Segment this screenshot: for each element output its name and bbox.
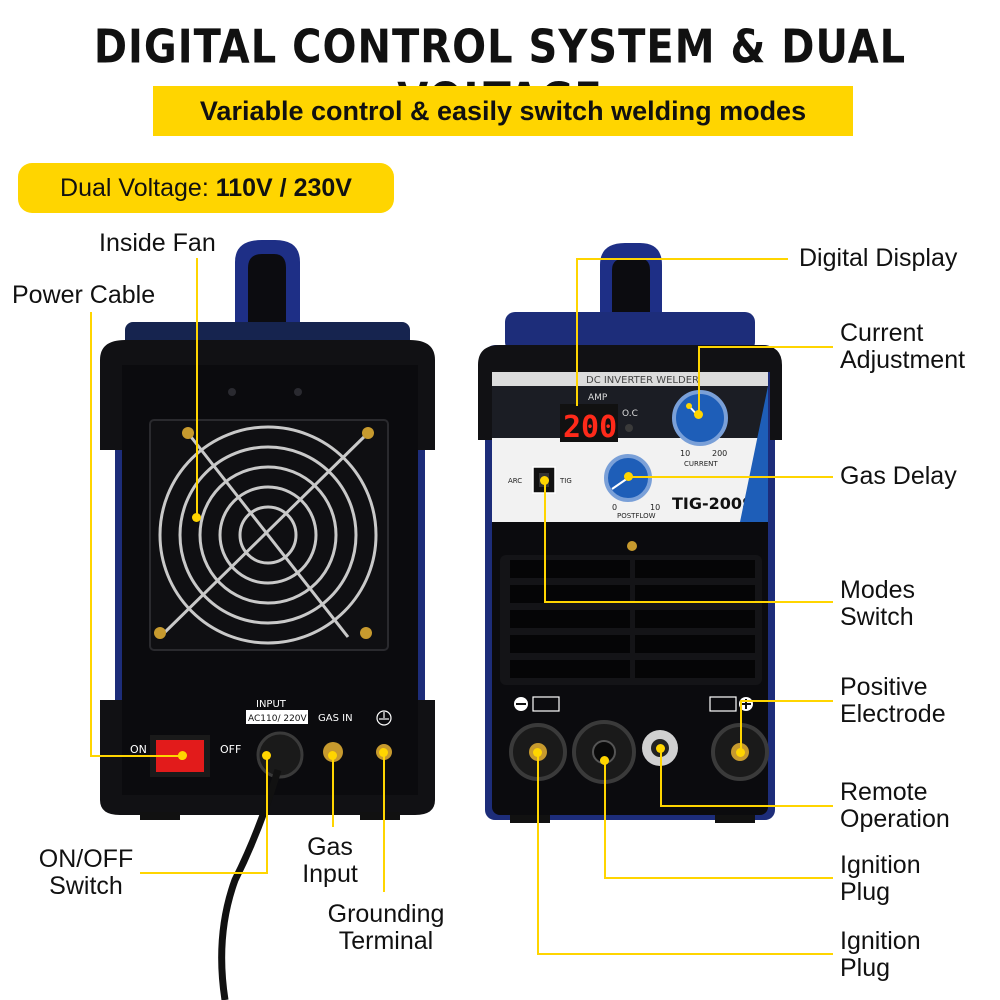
callout-positive-line1: Positive bbox=[840, 673, 928, 701]
rear-gas-in: GAS IN bbox=[318, 713, 353, 724]
callout-on-off-line2: Switch bbox=[49, 872, 123, 900]
front-current-label: CURRENT bbox=[684, 460, 718, 468]
leader-grounding bbox=[383, 752, 385, 892]
leader-dot bbox=[328, 751, 337, 760]
callout-digital-display: Digital Display bbox=[799, 244, 958, 272]
leader-segment bbox=[537, 953, 833, 955]
leader-inside-fan bbox=[196, 258, 198, 518]
callout-modes-switch: Modes Switch bbox=[840, 577, 915, 631]
callout-current-adj-line2: Adjustment bbox=[840, 346, 966, 374]
callout-remote-line1: Remote bbox=[840, 778, 928, 806]
leader-ignition-2 bbox=[537, 752, 539, 954]
rear-input-label: INPUT bbox=[256, 699, 287, 710]
callout-remote-line2: Operation bbox=[840, 805, 950, 833]
leader-current-adj bbox=[698, 346, 833, 348]
rear-on-text: ON bbox=[130, 743, 147, 756]
leader-gas-delay bbox=[628, 476, 833, 478]
front-oc-label: O.C bbox=[622, 409, 638, 419]
voltage-value: 110V / 230V bbox=[215, 174, 352, 202]
voltage-badge-text: Dual Voltage: 110V / 230V bbox=[18, 163, 394, 213]
rear-input-spec: AC110/ 220V bbox=[248, 714, 308, 724]
leader-dot bbox=[533, 748, 542, 757]
front-display-value: 200 bbox=[563, 410, 617, 445]
callout-ignition1-line1: Ignition bbox=[840, 851, 921, 879]
leader-remote bbox=[660, 748, 662, 806]
leader-dot bbox=[656, 744, 665, 753]
leader-segment bbox=[90, 755, 186, 757]
leader-dot bbox=[178, 751, 187, 760]
leader-dot bbox=[624, 472, 633, 481]
callout-ignition-plug-1: Ignition Plug bbox=[840, 852, 921, 906]
callout-gas-delay: Gas Delay bbox=[840, 462, 957, 490]
callout-power-cable: Power Cable bbox=[12, 281, 156, 309]
voltage-label: Dual Voltage: bbox=[60, 174, 209, 202]
callout-inside-fan: Inside Fan bbox=[99, 229, 216, 257]
callout-gas-input-line2: Input bbox=[302, 860, 358, 888]
front-view: DC INVERTER WELDER AMP 200 O.C 10 200 CU… bbox=[478, 243, 782, 823]
front-model: TIG-200S bbox=[672, 494, 754, 513]
front-arc-label: ARC bbox=[508, 477, 522, 485]
leader-segment bbox=[576, 258, 578, 406]
front-postflow-label: POSTFLOW bbox=[617, 512, 656, 520]
front-tig-label: TIG bbox=[559, 477, 572, 485]
subtitle-banner bbox=[153, 86, 853, 136]
callout-gas-input: Gas Input bbox=[290, 834, 370, 888]
callout-ignition2-line2: Plug bbox=[840, 954, 891, 982]
callout-positive-line2: Electrode bbox=[840, 700, 946, 728]
front-current-min: 10 bbox=[680, 449, 690, 458]
leader-modes-switch bbox=[544, 480, 546, 602]
leader-power-cable bbox=[90, 312, 92, 756]
callout-gas-input-line1: Gas bbox=[307, 833, 353, 861]
leader-digital-display bbox=[576, 258, 788, 260]
leader-segment bbox=[604, 877, 833, 879]
front-postflow-max: 10 bbox=[650, 503, 660, 512]
front-brand-strip: DC INVERTER WELDER bbox=[586, 375, 699, 386]
callout-grounding-terminal: Grounding Terminal bbox=[318, 901, 454, 955]
callout-on-off-line1: ON/OFF bbox=[38, 845, 134, 873]
voltage-badge bbox=[18, 163, 394, 213]
leader-dot bbox=[600, 756, 609, 765]
callout-grounding-line1: Grounding bbox=[327, 900, 445, 928]
callout-on-off-switch: ON/OFF Switch bbox=[30, 846, 142, 900]
rear-off-text: OFF bbox=[220, 743, 241, 756]
leader-dot bbox=[192, 513, 201, 522]
front-current-max: 200 bbox=[712, 449, 727, 458]
callout-modes-line1: Modes bbox=[840, 576, 916, 604]
callout-grounding-line2: Terminal bbox=[338, 927, 434, 955]
callout-ignition1-line2: Plug bbox=[840, 878, 891, 906]
subtitle-text: Variable control & easily switch welding… bbox=[199, 96, 807, 126]
leader-ignition-1 bbox=[604, 760, 606, 878]
front-postflow-min: 0 bbox=[612, 503, 617, 512]
callout-modes-line2: Switch bbox=[840, 603, 914, 631]
rear-view: ON OFF INPUT AC110/ 220V GAS IN bbox=[100, 240, 435, 1000]
leader-dot bbox=[379, 748, 388, 757]
leader-segment bbox=[740, 700, 833, 702]
leader-dot bbox=[694, 410, 703, 419]
callout-ignition2-line1: Ignition bbox=[840, 927, 921, 955]
leader-segment bbox=[140, 872, 268, 874]
callout-ignition-plug-2: Ignition Plug bbox=[840, 928, 921, 982]
leader-segment bbox=[698, 346, 700, 414]
front-amp-label: AMP bbox=[588, 393, 608, 403]
callout-positive-electrode: Positive Electrode bbox=[840, 674, 946, 728]
callout-current-adjustment: Current Adjustment bbox=[840, 320, 965, 374]
callout-remote-operation: Remote Operation bbox=[840, 779, 950, 833]
leader-dot bbox=[736, 748, 745, 757]
leader-gas-input bbox=[332, 755, 334, 827]
leader-segment bbox=[660, 805, 833, 807]
leader-on-off bbox=[266, 755, 268, 873]
leader-dot bbox=[540, 476, 549, 485]
leader-dot bbox=[262, 751, 271, 760]
leader-segment bbox=[544, 601, 833, 603]
leader-positive bbox=[740, 700, 742, 756]
callout-current-adj-line1: Current bbox=[840, 319, 924, 347]
